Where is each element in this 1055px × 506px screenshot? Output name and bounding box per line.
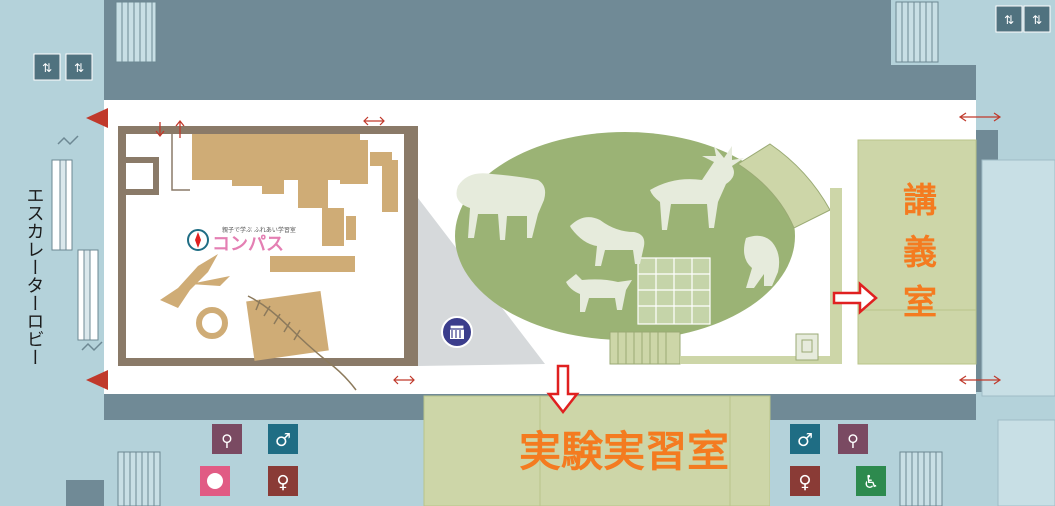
nursing-room-icon [200, 466, 230, 496]
elevator-icon: ⇅ [65, 53, 93, 81]
escalator-icon [57, 135, 103, 352]
ring-sculpture [196, 307, 228, 339]
svg-text:♀: ♀ [798, 472, 811, 493]
exhibit-grid [637, 257, 711, 325]
elevator-icon: ⇅ [995, 5, 1023, 33]
stairs-icon [617, 332, 667, 364]
entrance-marker-top [86, 108, 108, 128]
gorilla [744, 235, 780, 288]
svg-text:♀: ♀ [276, 472, 289, 493]
mens-restroom-icon: ♂ [268, 424, 298, 454]
lecture-room-char-2: 義 [903, 233, 937, 273]
exhibit-base-strip [680, 356, 830, 364]
lab-room-arrow [546, 364, 580, 415]
svg-text:⚲: ⚲ [221, 431, 233, 450]
stair-bank-bottom [609, 331, 681, 365]
svg-text:♂: ♂ [275, 430, 291, 451]
exit-sign-icon [795, 333, 819, 361]
entrance-marker-bottom [86, 370, 108, 390]
stairs-icon [117, 451, 161, 506]
svg-text:♂: ♂ [797, 430, 813, 451]
exhibit-cases [192, 134, 418, 356]
womens-restroom-icon: ♀ [268, 466, 298, 496]
compass-logo-text: コンパス [212, 234, 284, 255]
direction-arrow-icon [363, 112, 1002, 385]
museum-logo-icon [441, 316, 473, 348]
west-dark-block [66, 480, 104, 506]
elevator-icon: ⇅ [33, 53, 61, 81]
lecture-room-char-3: 室 [903, 283, 937, 323]
stairs-icon [899, 451, 943, 506]
exhibit-east-wall-strip [830, 188, 842, 364]
accessible-restroom-icon: ♿ [856, 466, 886, 496]
mens-restroom-icon: ♂ [790, 424, 820, 454]
elevator-icon: ⇅ [1023, 5, 1051, 33]
svg-text:⇅: ⇅ [42, 61, 52, 75]
stairs-icon [115, 1, 157, 63]
entry-partition [171, 134, 190, 191]
lecture-room [857, 139, 977, 365]
lecture-room-arrow [832, 281, 878, 315]
lab-room-label: 実験実習室 [519, 427, 729, 476]
womens-restroom-icon: ♀ [790, 466, 820, 496]
direction-arrow-icon [155, 119, 185, 138]
svg-text:⇅: ⇅ [74, 61, 84, 75]
lecture-room-label: 講 義 室 [903, 181, 937, 323]
crocodile-sculpture [160, 254, 230, 308]
lion [570, 217, 645, 266]
escalator-lobby-label: エスカレーターロビー [24, 186, 45, 366]
escalator [51, 159, 99, 341]
east-lower-lobby [997, 419, 1055, 506]
north-wall-lower [104, 65, 976, 100]
bison [456, 173, 546, 240]
svg-text:♿: ♿ [863, 472, 879, 493]
east-lobby-inner [981, 159, 1055, 397]
svg-text:⇅: ⇅ [1004, 13, 1014, 27]
entry-bracket [126, 157, 159, 195]
stairs-icon [895, 1, 939, 63]
diaper-changing-icon: ⚲ [838, 424, 868, 454]
dinosaur-skeleton [247, 295, 357, 391]
lecture-room-char-1: 講 [903, 181, 937, 221]
compass-tagline: 親子で学ぶ ふれあい学習室 [222, 226, 296, 234]
moose [650, 146, 744, 230]
compass-logo: 親子で学ぶ ふれあい学習室 コンパス [187, 226, 296, 255]
diaper-changing-icon: ⚲ [212, 424, 242, 454]
svg-text:⚲: ⚲ [847, 431, 859, 450]
escalator-lobby-text: エスカレーターロビー [24, 186, 45, 366]
wolf [566, 274, 632, 312]
lab-room [423, 395, 771, 506]
animal-silhouettes [456, 146, 780, 312]
svg-text:⇅: ⇅ [1032, 13, 1042, 27]
